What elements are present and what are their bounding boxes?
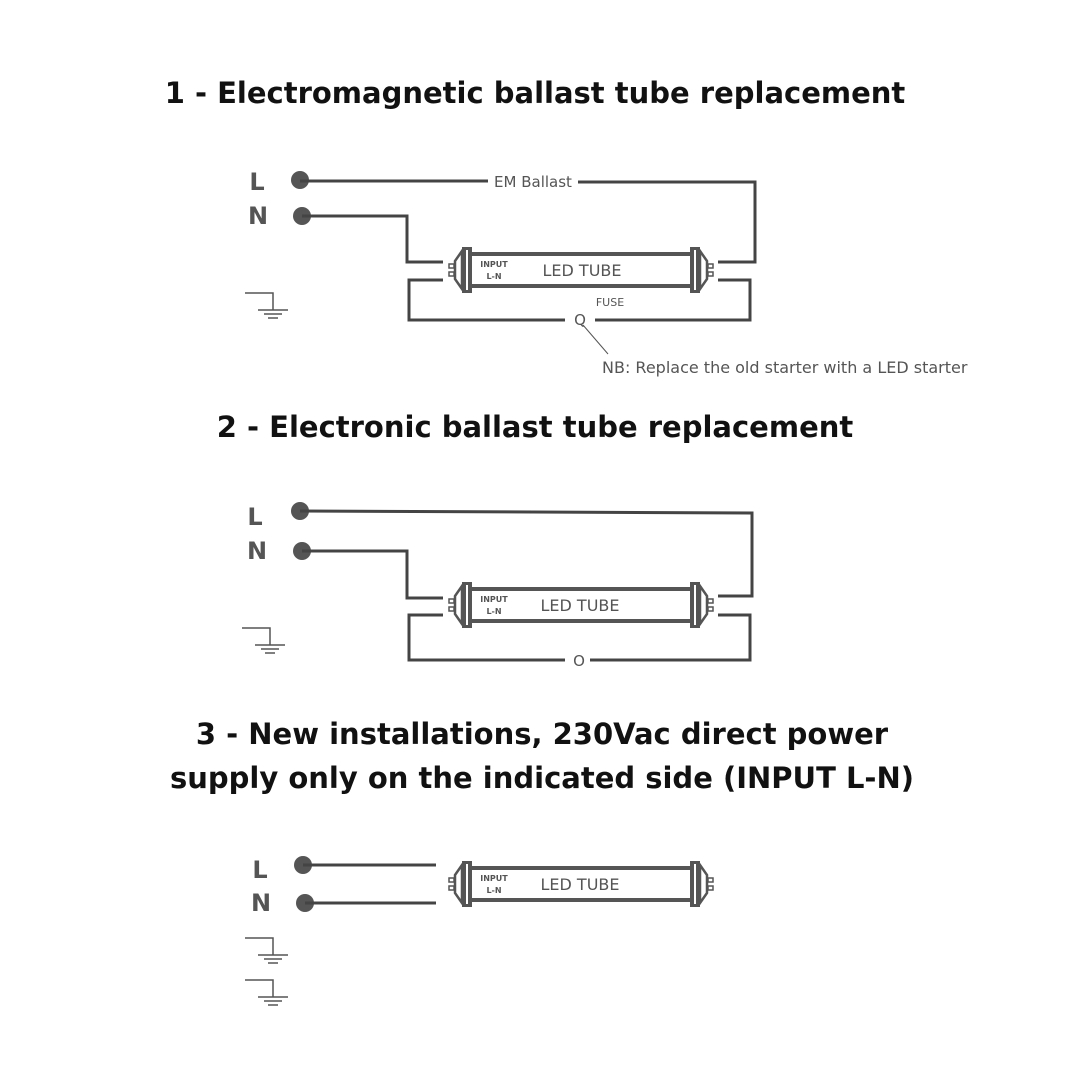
ground-icon bbox=[244, 979, 289, 1006]
starter-note: NB: Replace the old starter with a LED s… bbox=[602, 358, 968, 377]
led-tube-3: INPUT L-N LED TUBE bbox=[447, 859, 715, 909]
starter-symbol: Q bbox=[574, 311, 586, 329]
svg-text:LED TUBE: LED TUBE bbox=[541, 596, 620, 615]
section-3-title-line2: supply only on the indicated side (INPUT… bbox=[170, 761, 914, 795]
live-wire bbox=[299, 509, 754, 598]
neutral-wire bbox=[302, 214, 443, 264]
section-1-title: 1 - Electromagnetic ballast tube replace… bbox=[165, 76, 906, 110]
starter-wire bbox=[407, 613, 752, 662]
live-label: L bbox=[247, 503, 262, 531]
fuse-label: FUSE bbox=[596, 296, 624, 309]
neutral-wire bbox=[302, 549, 443, 600]
starter-symbol: O bbox=[573, 652, 585, 670]
live-label: L bbox=[252, 856, 267, 884]
section-2-title: 2 - Electronic ballast tube replacement bbox=[217, 410, 854, 444]
neutral-label: N bbox=[247, 537, 267, 565]
ground-icon bbox=[244, 937, 289, 964]
svg-text:L-N: L-N bbox=[486, 886, 501, 895]
svg-text:L-N: L-N bbox=[486, 607, 501, 616]
note-pointer bbox=[582, 324, 609, 355]
svg-text:LED TUBE: LED TUBE bbox=[541, 875, 620, 894]
neutral-label: N bbox=[248, 202, 268, 230]
ground-icon bbox=[244, 292, 289, 319]
svg-text:INPUT: INPUT bbox=[480, 595, 508, 604]
svg-text:INPUT: INPUT bbox=[480, 874, 508, 883]
live-label: L bbox=[249, 168, 264, 196]
ballast-label: EM Ballast bbox=[494, 173, 572, 191]
section-3-title-line1: 3 - New installations, 230Vac direct pow… bbox=[196, 717, 889, 751]
svg-text:LED TUBE: LED TUBE bbox=[543, 261, 622, 280]
svg-text:L-N: L-N bbox=[486, 272, 501, 281]
svg-text:INPUT: INPUT bbox=[480, 260, 508, 269]
live-wire bbox=[300, 179, 757, 264]
neutral-label: N bbox=[251, 889, 271, 917]
led-tube-2: INPUT L-N LED TUBE bbox=[447, 580, 715, 630]
ground-icon bbox=[241, 627, 286, 654]
starter-wire bbox=[407, 278, 752, 322]
led-tube-1: INPUT L-N LED TUBE bbox=[447, 245, 715, 295]
